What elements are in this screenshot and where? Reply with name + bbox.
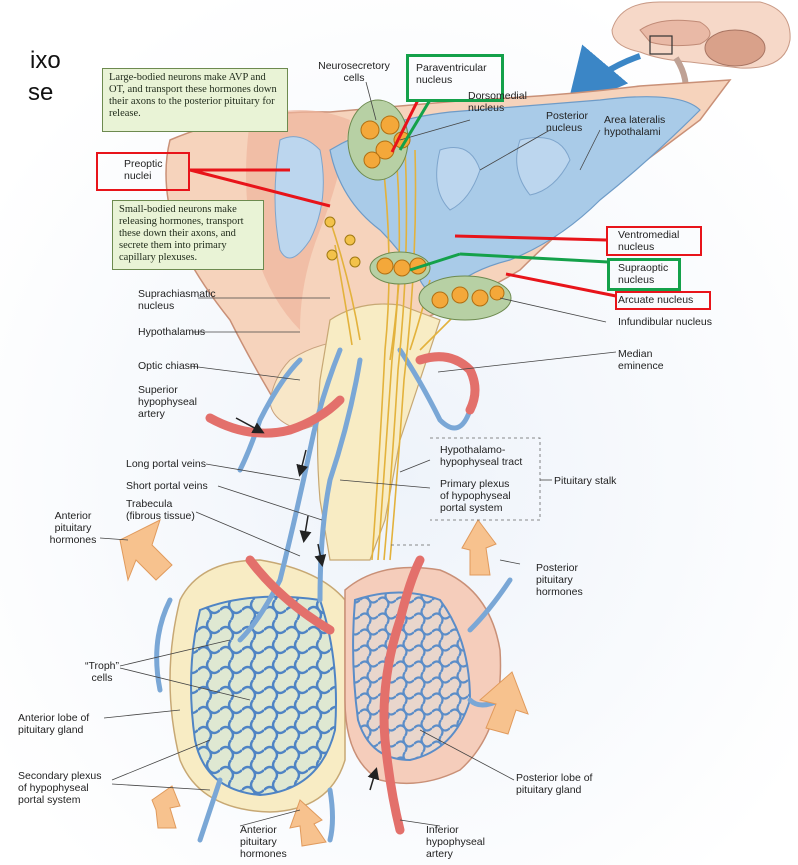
callout-large-bodied-neurons: Large-bodied neurons make AVP and OT, an… [102, 68, 288, 132]
slide-title-fragment-1: ixo [30, 47, 61, 74]
highlight-ventromedial [606, 226, 702, 256]
hormone-arrows [119, 519, 529, 847]
label-supraoptic-nucleus: Supraoptic nucleus [618, 262, 669, 286]
label-primary-plexus: Primary plexus of hypophyseal portal sys… [440, 478, 511, 514]
callout-small-bodied-neurons: Small-bodied neurons make releasing horm… [112, 200, 264, 270]
highlight-paraventricular [406, 54, 504, 102]
label-preoptic-nuclei: Preoptic nuclei [124, 158, 163, 182]
label-hypothalamus: Hypothalamus [138, 326, 206, 338]
flow-arrows [235, 417, 380, 791]
label-ventromedial-nucleus: Ventromedial nucleus [618, 229, 680, 253]
label-pituitary-stalk: Pituitary stalk [554, 475, 617, 487]
highlight-arcuate [615, 291, 711, 310]
label-posterior-lobe: Posterior lobe of pituitary gland [516, 772, 593, 796]
label-optic-chiasm: Optic chiasm [138, 360, 199, 372]
label-troph-cells: “Troph” cells [84, 660, 120, 684]
small-neurons [324, 216, 361, 268]
label-arcuate-nucleus: Arcuate nucleus [618, 294, 694, 306]
highlight-supraoptic [607, 258, 681, 291]
label-dorsomedial-nucleus: Dorsomedial nucleus [468, 90, 527, 114]
zoom-arrow-icon [566, 44, 641, 110]
label-infundibular-nucleus: Infundibular nucleus [618, 316, 712, 328]
label-posterior-nucleus: Posterior nucleus [546, 110, 589, 134]
label-inferior-hypophyseal-artery: Inferior hypophyseal artery [426, 824, 485, 860]
label-long-portal-veins: Long portal veins [126, 458, 206, 470]
paraventricular-neurons [347, 99, 411, 181]
label-suprachiasmatic-nucleus: Suprachiasmatic nucleus [138, 288, 216, 312]
label-area-lateralis: Area lateralis hypothalami [604, 114, 666, 138]
axons [329, 139, 471, 561]
label-short-portal-veins: Short portal veins [126, 480, 208, 492]
label-trabecula: Trabecula (fibrous tissue) [126, 498, 195, 522]
label-anterior-pituitary-hormones-bottom: Anterior pituitary hormones [240, 824, 287, 860]
label-median-eminence: Median eminence [618, 348, 664, 372]
leader-lines [99, 81, 617, 827]
arteries [205, 352, 480, 835]
label-superior-hypophyseal-artery: Superior hypophyseal artery [138, 384, 197, 420]
label-paraventricular-nucleus: Paraventricular nucleus [416, 62, 487, 86]
slide-title-fragment-2: se [28, 79, 54, 106]
label-hypothalamo-hypophyseal-tract: Hypothalamo- hypophyseal tract [440, 444, 523, 468]
highlight-preoptic [96, 152, 190, 191]
third-ventricle [329, 96, 701, 294]
label-neurosecretory-cells: Neurosecretory cells [318, 60, 390, 84]
label-posterior-pituitary-hormones: Posterior pituitary hormones [536, 562, 583, 598]
annotation-connectors [189, 99, 617, 298]
arcuate-neurons [418, 275, 512, 321]
label-anterior-lobe: Anterior lobe of pituitary gland [18, 712, 90, 736]
label-secondary-plexus: Secondary plexus of hypophyseal portal s… [18, 770, 102, 806]
label-anterior-pituitary-hormones-left: Anterior pituitary hormones [49, 510, 97, 546]
